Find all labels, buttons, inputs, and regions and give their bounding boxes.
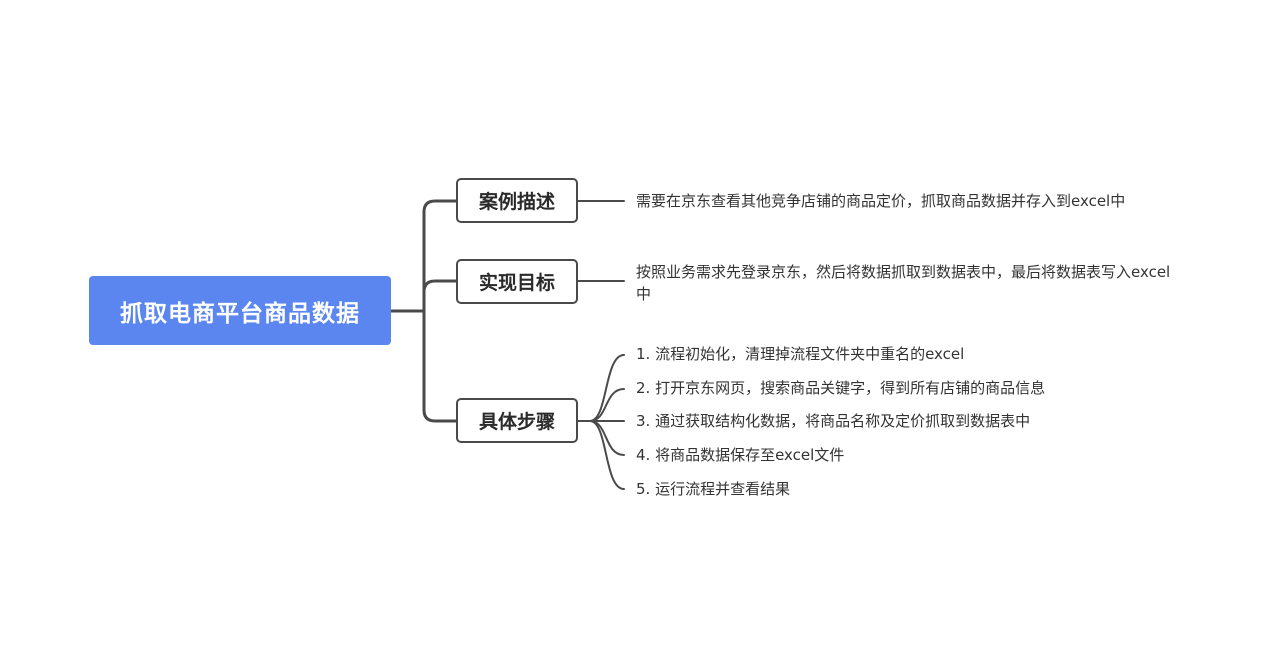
leaf-description[interactable]: 需要在京东查看其他竞争店铺的商品定价，抓取商品数据并存入到excel中 — [636, 192, 1126, 210]
leaf-step-5[interactable]: 5. 运行流程并查看结果 — [636, 480, 791, 498]
leaf-step-3[interactable]: 3. 通过获取结构化数据，将商品名称及定价抓取到数据表中 — [636, 412, 1031, 430]
connector-branch-2 — [422, 279, 458, 313]
branch-label: 具体步骤 — [478, 411, 555, 433]
leaf-step-2[interactable]: 2. 打开京东网页，搜索商品关键字，得到所有店铺的商品信息 — [636, 379, 1046, 397]
branch-node-goal[interactable]: 实现目标 — [456, 259, 578, 304]
connector-step-5 — [589, 420, 625, 490]
connector-step-1 — [589, 354, 625, 422]
branch-label: 实现目标 — [478, 272, 555, 294]
branch-node-description[interactable]: 案例描述 — [456, 178, 578, 223]
leaf-goal[interactable]: 按照业务需求先登录京东，然后将数据抓取到数据表中，最后将数据表写入excel中 — [636, 263, 1171, 303]
leaf-step-4[interactable]: 4. 将商品数据保存至excel文件 — [636, 446, 845, 464]
branch-node-steps[interactable]: 具体步骤 — [456, 398, 578, 443]
connector-branch-1 — [422, 199, 458, 313]
branch-label: 案例描述 — [478, 191, 555, 213]
connector-step-4 — [589, 420, 625, 456]
root-title: 抓取电商平台商品数据 — [120, 300, 360, 327]
connector-branch-3 — [422, 309, 458, 423]
connector-step-2 — [589, 388, 625, 422]
leaf-step-1[interactable]: 1. 流程初始化，清理掉流程文件夹中重名的excel — [636, 345, 965, 363]
root-node[interactable]: 抓取电商平台商品数据 — [89, 276, 391, 345]
